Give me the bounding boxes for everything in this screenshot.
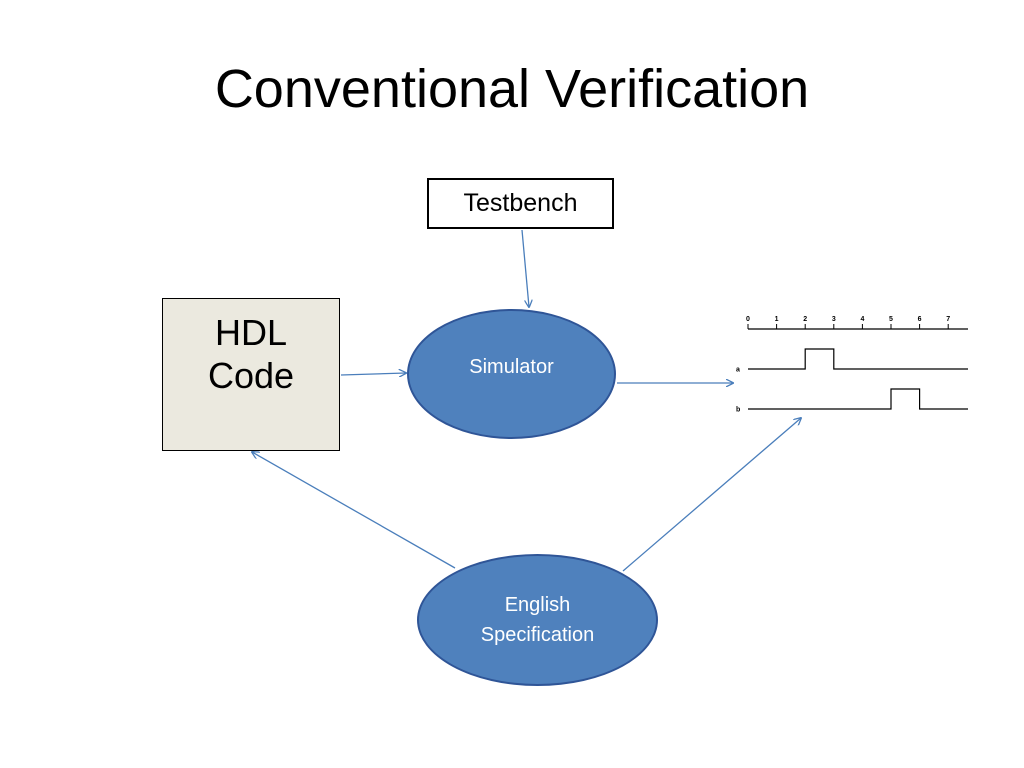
waveform-tick-label: 0 [746,316,750,323]
arrow-testbench-to-simulator [521,229,529,307]
simulator-label: Simulator [469,356,554,378]
slide-title: Conventional Verification [214,59,810,119]
waveform-tick-label: 2 [803,316,807,323]
arrow-spec-to-hdl [252,452,456,569]
waveform-tick-label: 5 [889,316,893,323]
waveform-tick-label: 4 [860,316,864,323]
waveform-tick-label: 3 [832,316,836,323]
english-specification-ellipse: English Specification [417,554,658,686]
waveform-tick-label: 1 [775,316,779,323]
hdl-code-line-2: Code [207,355,295,397]
testbench-box: Testbench [427,178,614,229]
waveform-signal-trace-b [748,388,968,410]
english-spec-line-1: English [504,594,571,616]
waveform-diagram: 0 1 2 3 4 5 6 7 a b [736,316,968,414]
waveform-tick-label: 6 [918,316,922,323]
waveform-signal-label-a: a [736,367,740,374]
arrow-spec-to-waveform [622,418,801,572]
testbench-label: Testbench [463,189,578,217]
waveform-signal-trace-a [748,348,968,370]
english-spec-line-2: Specification [480,624,595,646]
waveform-tick-label: 7 [946,316,950,323]
hdl-code-line-1: HDL [214,312,288,353]
simulator-ellipse: Simulator [407,309,616,439]
hdl-code-box: HDL Code [162,298,340,451]
waveform-signal-label-b: b [736,407,740,414]
arrow-hdl-to-simulator [340,373,406,375]
